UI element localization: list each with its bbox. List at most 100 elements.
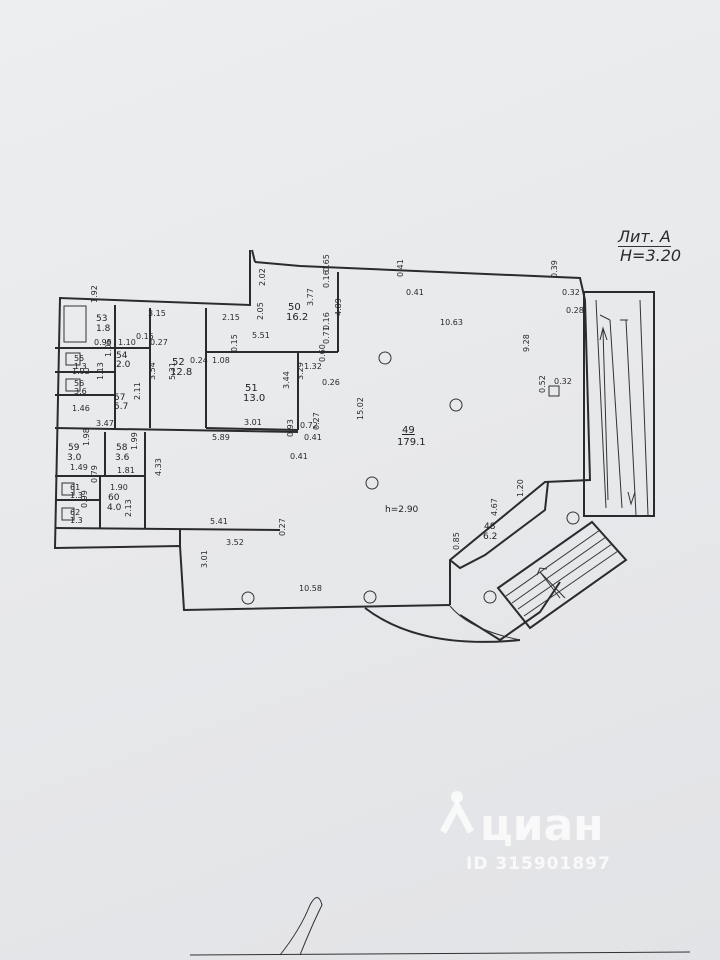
dimension-label: 0.32: [562, 288, 580, 297]
dimension-label: 0.93: [286, 419, 295, 437]
dimension-label: 4.33: [154, 458, 163, 476]
room-52-area: 12.8: [170, 367, 193, 378]
watermark-brand: циан: [480, 800, 604, 851]
dimension-label: 5.89: [212, 433, 230, 442]
dimension-label: 0.41: [290, 452, 308, 461]
dimension-label: 1.13: [96, 362, 105, 380]
dimension-label: 1.81: [117, 466, 135, 475]
dimension-label: 1.99: [130, 432, 139, 450]
dimension-label: 4.67: [490, 498, 499, 516]
dimension-label: 1.90: [110, 483, 128, 492]
dimension-label: 3.01: [200, 550, 209, 568]
dimension-label: 1.98: [82, 428, 91, 446]
room-62-area: 1.3: [70, 516, 83, 525]
sanitary-fixtures: [61, 305, 560, 521]
dimension-label: 2.15: [222, 313, 240, 322]
room-51-number: 51: [245, 383, 258, 394]
lit-label: Лит. А: [618, 227, 671, 247]
room-54-number: 54: [116, 351, 128, 361]
room-52-number: 52: [172, 357, 185, 368]
dimension-label: 2.05: [256, 302, 265, 320]
room-53-area: 1.8: [96, 324, 111, 334]
room-61-area: 1.3: [70, 491, 83, 500]
dimension-label: 0.41: [396, 259, 405, 277]
dimension-label: 0.60: [318, 344, 327, 362]
dimension-label: 1.10: [118, 338, 136, 347]
dimension-label: 1.08: [212, 356, 230, 365]
signature: [279, 897, 323, 956]
dimension-label: 0.52: [538, 375, 547, 393]
room-50-number: 50: [288, 302, 301, 313]
dimension-label: 2.11: [133, 382, 142, 400]
room-58-number: 58: [116, 443, 128, 453]
dimension-label: 0.39: [550, 260, 559, 278]
main-hall-number: 49: [402, 425, 415, 436]
dimension-label: 3.01: [244, 418, 262, 427]
dimension-label: 1.06: [104, 339, 113, 357]
dimension-label: 1.20: [516, 479, 525, 497]
room-48-area: 6.2: [483, 532, 498, 542]
interior-partitions: [54, 272, 549, 570]
height-label: H=3.20: [620, 246, 682, 265]
room-60-number: 60: [108, 493, 120, 503]
dimension-label: 0.15: [230, 334, 239, 352]
stair-ramp: [583, 291, 655, 517]
watermark-id: ID 315901897: [466, 854, 611, 874]
dimension-label: 1.46: [72, 404, 90, 413]
dimension-label: 0.27: [312, 412, 321, 430]
dimension-label: 3.52: [226, 538, 244, 547]
room-62-number: 62: [70, 508, 81, 517]
cian-logo-icon: [440, 788, 474, 834]
dimension-label: 0.15: [136, 332, 154, 341]
dimension-label: 3.15: [148, 309, 166, 318]
dimension-label: 1.32: [304, 362, 322, 371]
room-60-area: 4.0: [107, 503, 122, 513]
dimension-label: 0.24: [190, 356, 208, 365]
entrance-stair: [496, 520, 628, 630]
dimension-label: 3.29: [296, 362, 305, 380]
dimension-label: 1.92: [90, 285, 99, 303]
dimension-label: 3.47: [96, 419, 114, 428]
dimension-label: 0.71: [322, 326, 331, 344]
dimension-label: 2.02: [258, 268, 267, 286]
room-57-number: 57: [114, 393, 126, 403]
dimension-label: 0.79: [90, 465, 99, 483]
room-53-number: 53: [96, 314, 108, 324]
curved-wall-inner: [449, 605, 521, 641]
ceiling-height: h=2.90: [385, 505, 419, 515]
dimension-label: 0.41: [304, 433, 322, 442]
curved-wall: [364, 607, 521, 643]
room-59-area: 3.0: [67, 453, 82, 463]
dimension-label: 0.85: [452, 532, 461, 550]
dimension-label: 5.41: [210, 517, 228, 526]
dimension-label: 15.02: [356, 397, 365, 420]
dimension-label: 0.99: [80, 490, 89, 508]
dimension-label: 4.89: [334, 298, 343, 316]
dimension-label: 9.28: [522, 334, 531, 352]
room-56-area: 3.6: [74, 387, 87, 396]
dimension-label: 10.58: [299, 584, 322, 593]
dimension-label: 0.41: [406, 288, 424, 297]
main-hall-area: 179.1: [397, 437, 426, 448]
direction-arrows: [536, 326, 636, 599]
dimension-label: 5.51: [252, 331, 270, 340]
dimension-label: 0.72: [300, 421, 318, 430]
dimension-label: 0.28: [566, 306, 584, 315]
dimension-label: 1.92: [72, 367, 90, 376]
room-55-number: 55: [74, 354, 85, 363]
dimension-label: 3.44: [282, 371, 291, 389]
dimension-label: 1.49: [70, 463, 88, 472]
columns: [241, 351, 580, 605]
dimension-label: 0.32: [554, 377, 572, 386]
dimension-label: 10.63: [440, 318, 463, 327]
room-51-area: 13.0: [243, 393, 266, 404]
dimension-label: 0.27: [150, 338, 168, 347]
dimension-label: 0.95: [94, 338, 112, 347]
room-54-area: 2.0: [116, 360, 131, 370]
bottom-line: [189, 951, 691, 956]
dimension-label: 0.27: [278, 518, 287, 536]
room-61-number: 61: [70, 483, 81, 492]
dimension-label: 3.77: [306, 288, 315, 306]
